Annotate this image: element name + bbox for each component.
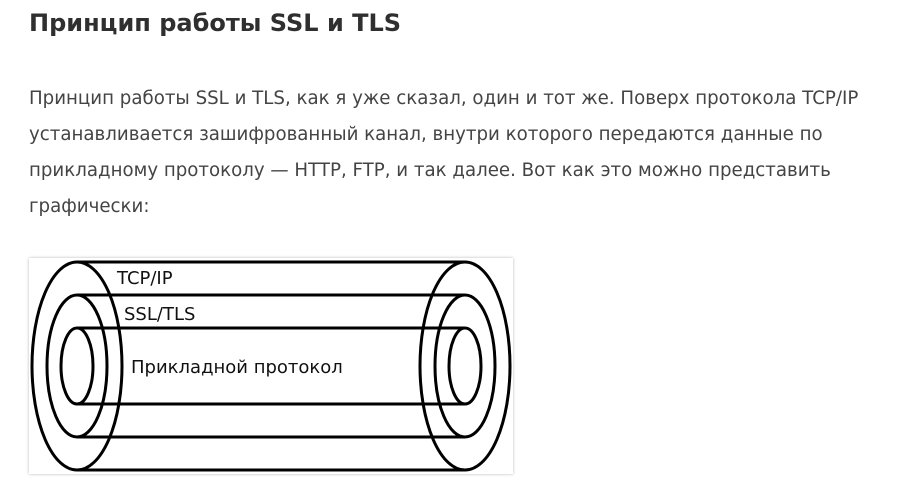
paragraph-line: прикладному протоколу — HTTP, FTP, и так… [29,160,831,181]
inner-left-ring [59,326,95,406]
article-title: Принцип работы SSL и TLS [29,9,402,37]
tunnel-illustration: TCP/IP SSL/TLS Прикладной протокол [30,260,512,472]
middle-right-ring [433,293,497,439]
ssl-tls-layers-diagram: TCP/IP SSL/TLS Прикладной протокол [29,258,513,474]
inner-right-ring [447,326,483,406]
inner-tube-application [59,326,483,406]
label-tcpip: TCP/IP [116,268,173,289]
article-paragraph: Принцип работы SSL и TLS, как я уже сказ… [29,81,904,225]
paragraph-line: графически: [29,196,150,217]
middle-tube-ssl-tls [45,293,497,439]
paragraph-line: устанавливается зашифрованный канал, вну… [29,124,823,145]
label-ssl-tls: SSL/TLS [124,304,195,325]
outer-tube-tcpip [30,260,512,472]
middle-left-ring [45,293,109,439]
paragraph-line: Принцип работы SSL и TLS, как я уже сказ… [29,88,859,109]
label-application-protocol: Прикладной протокол [131,357,343,378]
